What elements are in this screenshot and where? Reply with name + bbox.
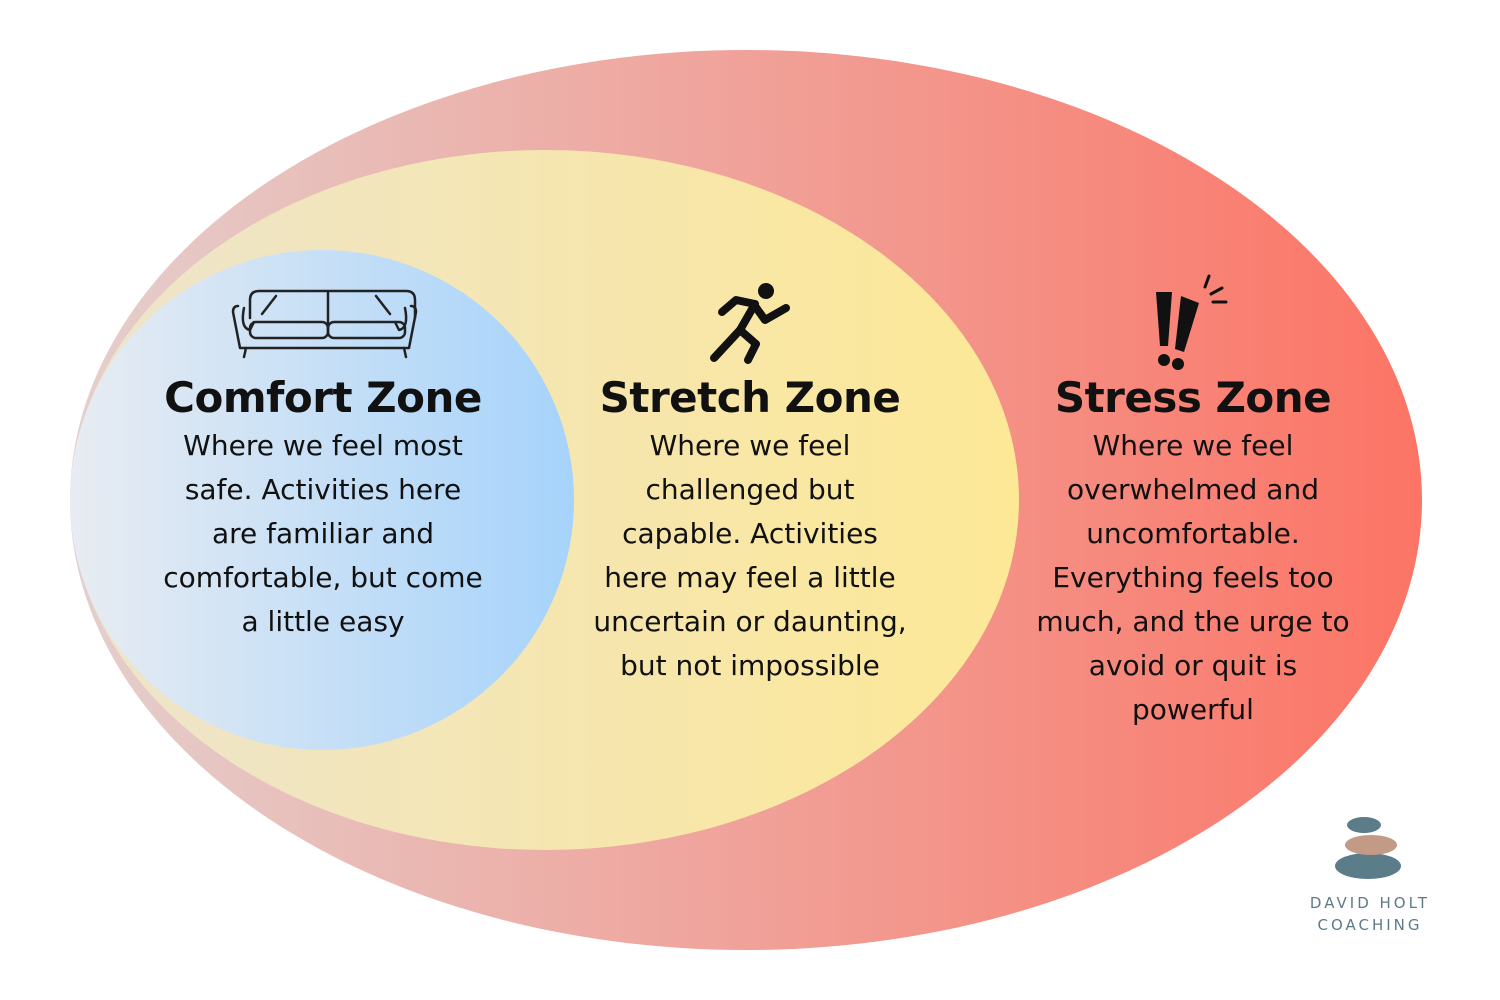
- desc-line: safe. Activities here: [184, 473, 462, 506]
- comfort-zone: Comfort Zone Where we feel most safe. Ac…: [148, 372, 498, 644]
- desc-line: challenged but: [645, 473, 855, 506]
- running-person-icon: [710, 283, 790, 364]
- desc-line: are familiar and: [211, 517, 435, 550]
- desc-line: Where we feel: [649, 429, 851, 462]
- exclamation-alert-icon: [1156, 274, 1228, 370]
- logo-line-2: COACHING: [1317, 916, 1423, 934]
- stress-zone: Stress Zone Where we feel overwhelmed an…: [1018, 372, 1368, 732]
- desc-line: capable. Activities: [622, 517, 878, 550]
- stacked-stones-icon: [1335, 817, 1401, 879]
- stress-zone-description: Where we feel overwhelmed and uncomforta…: [1018, 424, 1368, 732]
- logo-line-1: DAVID HOLT: [1309, 894, 1431, 912]
- stretch-zone: Stretch Zone Where we feel challenged bu…: [575, 372, 925, 688]
- comfort-zone-description: Where we feel most safe. Activities here…: [148, 424, 498, 644]
- desc-line: uncomfortable.: [1086, 517, 1300, 550]
- desc-line: here may feel a little: [604, 561, 896, 594]
- logo-wordmark: DAVID HOLT COACHING: [1290, 892, 1450, 936]
- stress-zone-title: Stress Zone: [1054, 373, 1332, 422]
- desc-line: a little easy: [241, 605, 405, 638]
- desc-line: powerful: [1132, 693, 1254, 726]
- desc-line: Everything feels too: [1052, 561, 1334, 594]
- desc-line: but not impossible: [620, 649, 880, 682]
- comfort-zone-ellipse: [70, 250, 574, 750]
- desc-line: Where we feel most: [183, 429, 463, 462]
- desc-line: avoid or quit is: [1088, 649, 1298, 682]
- desc-line: uncertain or daunting,: [593, 605, 907, 638]
- stretch-zone-description: Where we feel challenged but capable. Ac…: [575, 424, 925, 688]
- sofa-icon: [231, 289, 418, 359]
- desc-line: comfortable, but come: [163, 561, 483, 594]
- stretch-zone-title: Stretch Zone: [599, 373, 901, 422]
- desc-line: overwhelmed and: [1067, 473, 1319, 506]
- comfort-zone-title: Comfort Zone: [164, 373, 482, 422]
- desc-line: much, and the urge to: [1036, 605, 1350, 638]
- desc-line: Where we feel: [1092, 429, 1294, 462]
